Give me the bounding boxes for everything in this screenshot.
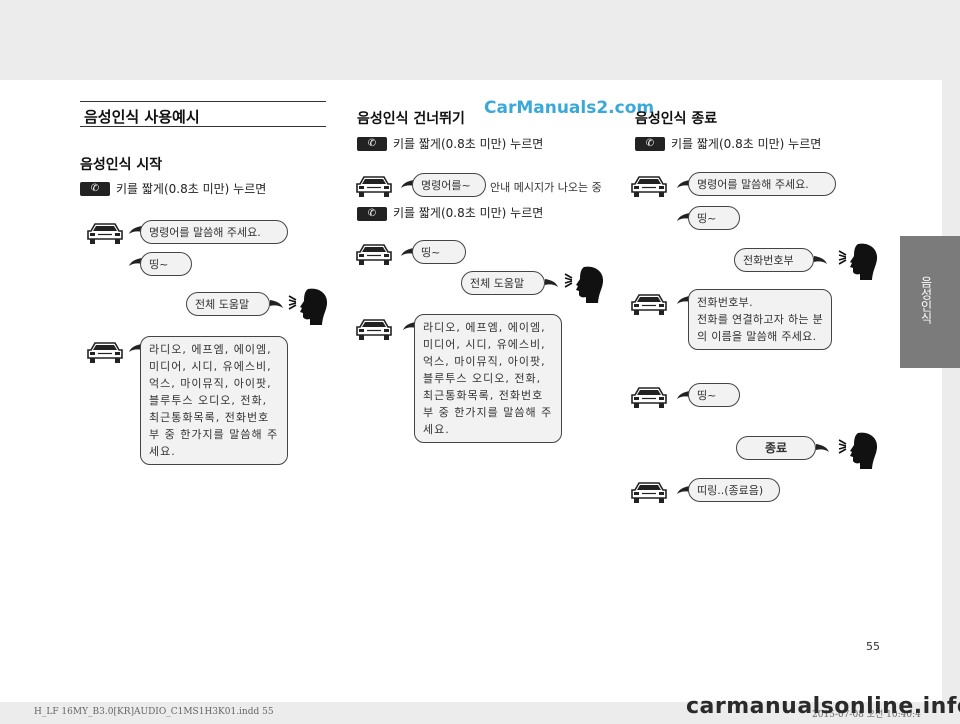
bubble-text: 전체 도움말 — [195, 297, 250, 311]
user-bubble: 전화번호부 — [734, 248, 814, 272]
system-bubble: 라디오, 에프엠, 에이엠, 미디어, 시디, 유에스비, 억스, 마이뮤직, … — [414, 314, 562, 443]
speaking-person-icon — [838, 241, 880, 281]
bubble-text: 띵~ — [421, 245, 441, 259]
bubble-tail — [270, 299, 284, 309]
voice-key-icon: ✆ — [357, 206, 387, 221]
col3-heading: 음성인식 종료 — [635, 111, 718, 127]
system-bubble: 전화번호부. 전화를 연결하고자 하는 분 의 이름을 말씀해 주세요. — [688, 289, 832, 350]
user-bubble: 종료 — [736, 436, 816, 460]
bubble-tail — [816, 443, 830, 453]
bubble-text: 명령어를~ — [421, 178, 471, 192]
system-bubble: 띵~ — [140, 252, 192, 276]
watermark-top: CarManuals2.com — [484, 98, 655, 118]
system-bubble: 띵~ — [412, 240, 466, 264]
voice-key-icon: ✆ — [80, 181, 110, 196]
instruction-text: 키를 짧게(0.8초 미만) 누르면 — [116, 182, 267, 196]
page-number: 55 — [866, 640, 880, 653]
car-icon — [630, 172, 668, 198]
bubble-text: 명령어를 말씀해 주세요. — [697, 177, 809, 191]
instruction-text: 키를 짧게(0.8초 미만) 누르면 — [671, 137, 822, 151]
car-icon — [86, 219, 124, 245]
system-bubble: 명령어를 말씀해 주세요. — [688, 172, 836, 196]
col1-heading: 음성인식 사용예시 — [84, 108, 200, 126]
watermark-bottom: carmanualsonline.info — [686, 694, 960, 719]
user-bubble: 전체 도움말 — [186, 292, 270, 316]
col1-subheading: 음성인식 시작 — [80, 157, 163, 173]
instruction-row: ✆ 키를 짧게(0.8초 미만) 누르면 — [357, 205, 543, 222]
car-icon — [355, 240, 393, 266]
col2-instruction-1: ✆ 키를 짧게(0.8초 미만) 누르면 — [357, 135, 543, 152]
col3-instruction: ✆ 키를 짧게(0.8초 미만) 누르면 — [635, 135, 821, 152]
instruction-text: 키를 짧게(0.8초 미만) 누르면 — [393, 137, 544, 151]
system-bubble: 띵~ — [688, 383, 740, 407]
car-icon — [86, 338, 124, 364]
side-tab: 음성인식 — [900, 236, 960, 368]
system-bubble: 명령어를~ — [412, 173, 486, 197]
footer-file-info: H_LF 16MY_B3.0[KR]AUDIO_C1MS1H3K01.indd … — [34, 707, 274, 717]
speaking-person-icon — [838, 430, 880, 470]
bubble-text: 종료 — [764, 440, 788, 455]
col2-heading: 음성인식 건너뛰기 — [357, 111, 465, 127]
user-bubble: 전체 도움말 — [461, 271, 545, 295]
car-icon — [630, 290, 668, 316]
system-bubble: 띵~ — [688, 206, 740, 230]
voice-key-icon: ✆ — [635, 136, 665, 151]
car-icon — [355, 172, 393, 198]
bubble-text: 전체 도움말 — [470, 276, 525, 290]
speaking-person-icon — [564, 264, 606, 304]
speaking-person-icon — [288, 286, 330, 326]
bubble-text: 띵~ — [149, 257, 169, 271]
bubble-text: 띵~ — [697, 211, 717, 225]
col1-instruction: ✆ 키를 짧게(0.8초 미만) 누르면 — [80, 180, 266, 197]
car-icon — [355, 315, 393, 341]
bubble-tail — [545, 278, 559, 288]
bubble-tail — [814, 255, 828, 265]
footer-timestamp: 2015-07-08 오전 10:40:4 — [812, 710, 921, 720]
car-icon — [630, 478, 668, 504]
bubble-text: 명령어를 말씀해 주세요. — [149, 225, 261, 239]
voice-key-icon: ✆ — [357, 136, 387, 151]
car-icon — [630, 383, 668, 409]
system-bubble: 라디오, 에프엠, 에이엠, 미디어, 시디, 유에스비, 억스, 마이뮤직, … — [140, 336, 288, 465]
system-bubble: 명령어를 말씀해 주세요. — [140, 220, 288, 244]
col2-instruction-2: ✆ 키를 짧게(0.8초 미만) 누르면 — [357, 205, 543, 222]
side-tab-label: 음성인식 — [919, 276, 933, 324]
message-note: 안내 메시지가 나오는 중 — [490, 181, 602, 194]
bubble-text: 띠링..(종료음) — [697, 483, 764, 497]
system-bubble: 띠링..(종료음) — [688, 478, 780, 502]
bubble-text: 전화번호부 — [743, 253, 794, 267]
instruction-text: 키를 짧게(0.8초 미만) 누르면 — [393, 206, 544, 220]
bubble-text: 띵~ — [697, 388, 717, 402]
heading-rule-bottom — [80, 126, 326, 127]
heading-rule-top — [80, 101, 326, 102]
